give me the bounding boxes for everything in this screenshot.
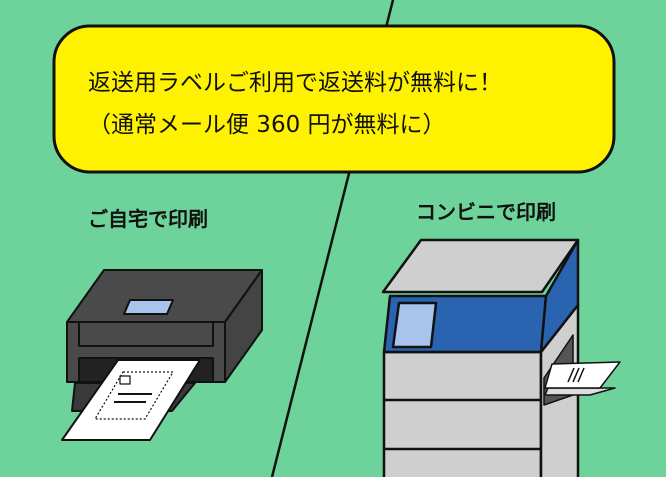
home-printer xyxy=(61,269,263,441)
home-print-heading: ご自宅で印刷 xyxy=(88,207,208,231)
convenience-store-print-heading: コンビニで印刷 xyxy=(416,200,556,224)
copier-machine xyxy=(381,238,621,477)
speech-banner xyxy=(52,24,616,174)
banner-line-1: 返送用ラベルご利用で返送料が無料に！ xyxy=(88,70,502,96)
banner-line-2: （通常メール便 360 円が無料に） xyxy=(88,112,446,138)
